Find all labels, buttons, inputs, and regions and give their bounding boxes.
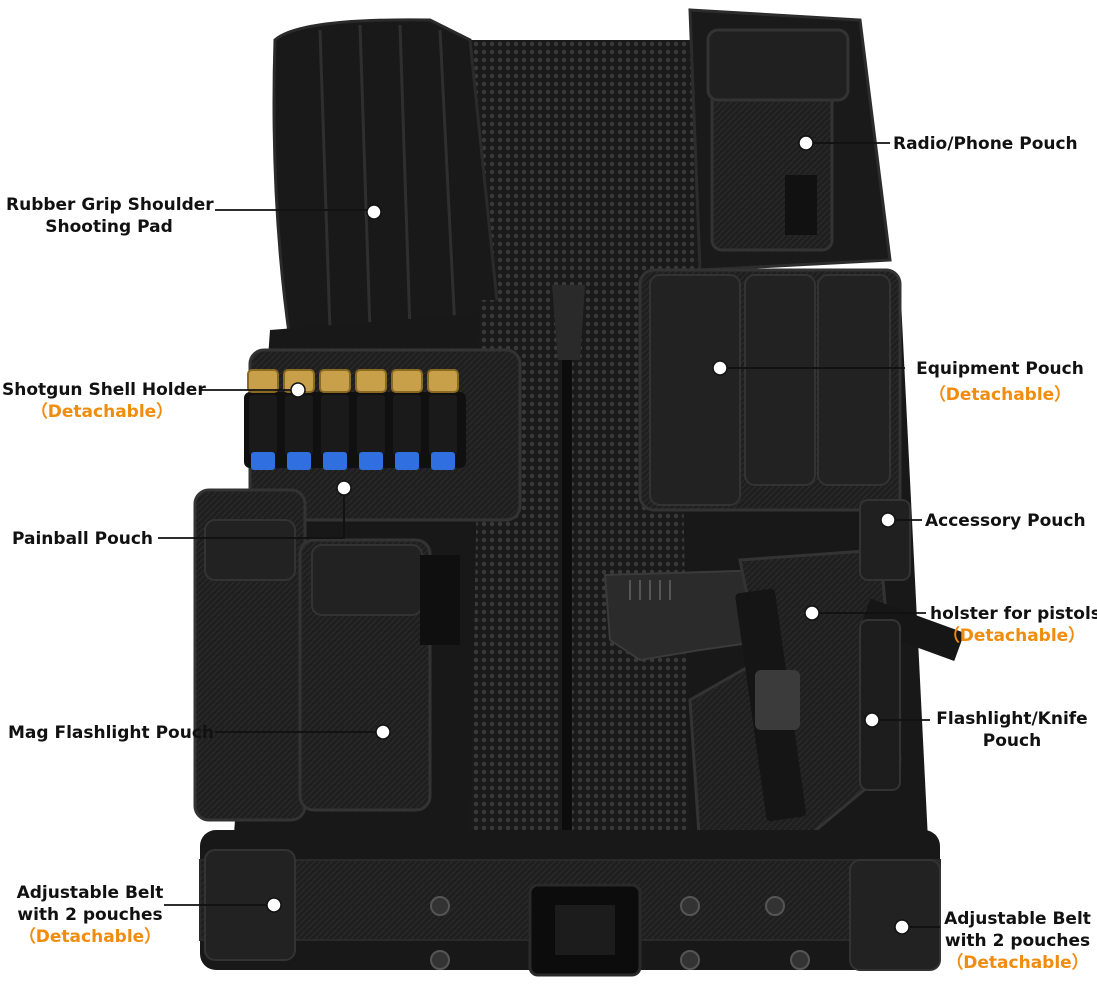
label-rubber-grip-shoulder: Rubber Grip Shoulder Shooting Pad	[6, 195, 214, 237]
shell-blue	[251, 452, 275, 470]
callout-dot	[804, 605, 820, 621]
shell-brass	[391, 369, 423, 393]
shell-blue	[323, 452, 347, 470]
shell-brass	[427, 369, 459, 393]
shell-loop	[357, 395, 385, 455]
label-equipment-pouch: Equipment Pouch （Detachable）	[916, 359, 1084, 405]
back-mesh	[460, 40, 700, 300]
callout-dot	[290, 382, 306, 398]
mag-flashlight-pouches	[193, 488, 460, 822]
callout-dot	[798, 135, 814, 151]
leader-line	[158, 490, 345, 539]
label-holster-for-pistols: holster for pistols （Detachable）	[930, 604, 1097, 646]
equipment-pouch	[638, 268, 902, 512]
label-accessory-pouch: Accessory Pouch	[925, 511, 1086, 531]
shell-loop	[285, 395, 313, 455]
accessory-pouch	[859, 499, 911, 581]
shell-loop	[249, 395, 277, 455]
callout-dot	[712, 360, 728, 376]
shell-loop	[321, 395, 349, 455]
label-adjustable-belt-right: Adjustable Belt with 2 pouches （Detachab…	[944, 909, 1091, 973]
belt-snap	[680, 896, 700, 916]
callout-dot	[894, 919, 910, 935]
label-painball-pouch: Painball Pouch	[12, 529, 154, 549]
callout-dot	[864, 712, 880, 728]
callout-dot	[336, 480, 352, 496]
label-flashlight-knife-pouch: Flashlight/Knife Pouch	[936, 709, 1088, 751]
belt-snap	[680, 950, 700, 970]
zipper	[562, 290, 572, 890]
label-radio-phone-pouch: Radio/Phone Pouch	[893, 134, 1078, 154]
callout-dot	[375, 724, 391, 740]
belt-snap	[790, 950, 810, 970]
shell-blue	[287, 452, 311, 470]
label-mag-flashlight-pouch: Mag Flashlight Pouch	[8, 723, 215, 743]
belt-snap	[765, 896, 785, 916]
belt-snap	[430, 950, 450, 970]
callout-dot	[880, 512, 896, 528]
shell-brass	[319, 369, 351, 393]
shell-blue	[359, 452, 383, 470]
front-mesh	[470, 300, 690, 880]
belt-snap	[430, 896, 450, 916]
label-shotgun-shell-holder: Shotgun Shell Holder （Detachable）	[2, 380, 206, 422]
shell-blue	[431, 452, 455, 470]
shell-loop	[429, 395, 457, 455]
shell-loop	[393, 395, 421, 455]
shell-brass	[355, 369, 387, 393]
label-adjustable-belt-left: Adjustable Belt with 2 pouches （Detachab…	[16, 883, 164, 947]
shell-brass	[247, 369, 279, 393]
pistol-holster	[603, 548, 965, 862]
left-shoulder-pad	[272, 18, 502, 342]
callout-dot	[266, 897, 282, 913]
shell-blue	[395, 452, 419, 470]
flashlight-knife-pouch	[859, 619, 901, 791]
callout-dot	[366, 204, 382, 220]
belt	[199, 830, 941, 977]
